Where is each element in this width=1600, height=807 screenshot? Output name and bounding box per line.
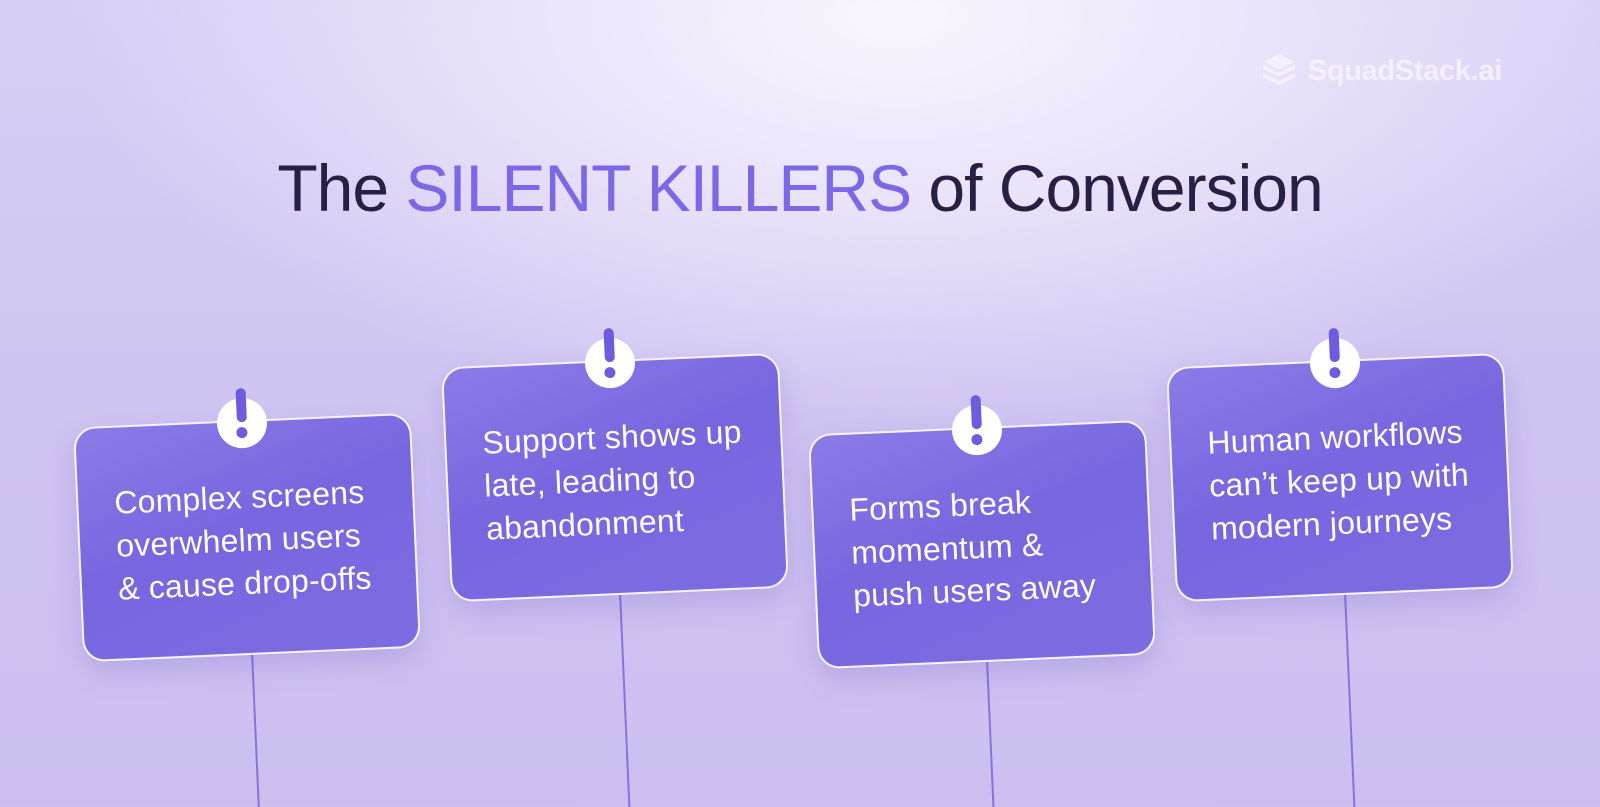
killer-card-text: Human workflows can’t keep up with moder…	[1170, 404, 1491, 553]
killer-card: Support shows up late, leading to abando…	[441, 352, 789, 603]
card-line: push users away	[852, 567, 1097, 614]
brand-name: SquadStack.ai	[1307, 54, 1503, 87]
exclamation-dot	[236, 426, 248, 439]
stack-layers-icon	[1260, 52, 1298, 90]
exclamation-bar	[1328, 327, 1340, 363]
exclamation-dot	[971, 433, 983, 446]
killer-card-group-1: Complex screens overwhelm users & cause …	[73, 387, 421, 807]
title-highlight: SILENT KILLERS	[405, 151, 912, 225]
exclamation-dot	[1329, 366, 1341, 379]
brand-logo: SquadStack.ai	[1260, 52, 1502, 90]
title-suffix: of Conversion	[911, 151, 1323, 225]
killer-card: Human workflows can’t keep up with moder…	[1166, 352, 1514, 603]
killer-card-group-3: Forms break momentum & push users away	[808, 394, 1156, 807]
exclamation-dot	[604, 366, 616, 379]
killer-card-text: Support shows up late, leading to abando…	[445, 404, 766, 553]
killer-card-text: Forms break momentum & push users away	[812, 471, 1117, 619]
killer-card-group-4: Human workflows can’t keep up with moder…	[1166, 327, 1514, 807]
killer-card: Forms break momentum & push users away	[808, 419, 1156, 670]
killer-card: Complex screens overwhelm users & cause …	[73, 412, 421, 663]
title-prefix: The	[277, 151, 406, 225]
exclamation-bar	[970, 394, 982, 430]
exclamation-bar	[603, 327, 615, 363]
killer-card-text: Complex screens overwhelm users & cause …	[77, 464, 392, 612]
page-title: The SILENT KILLERS of Conversion	[0, 150, 1600, 226]
killer-card-group-2: Support shows up late, leading to abando…	[441, 327, 789, 807]
exclamation-bar	[235, 387, 247, 423]
